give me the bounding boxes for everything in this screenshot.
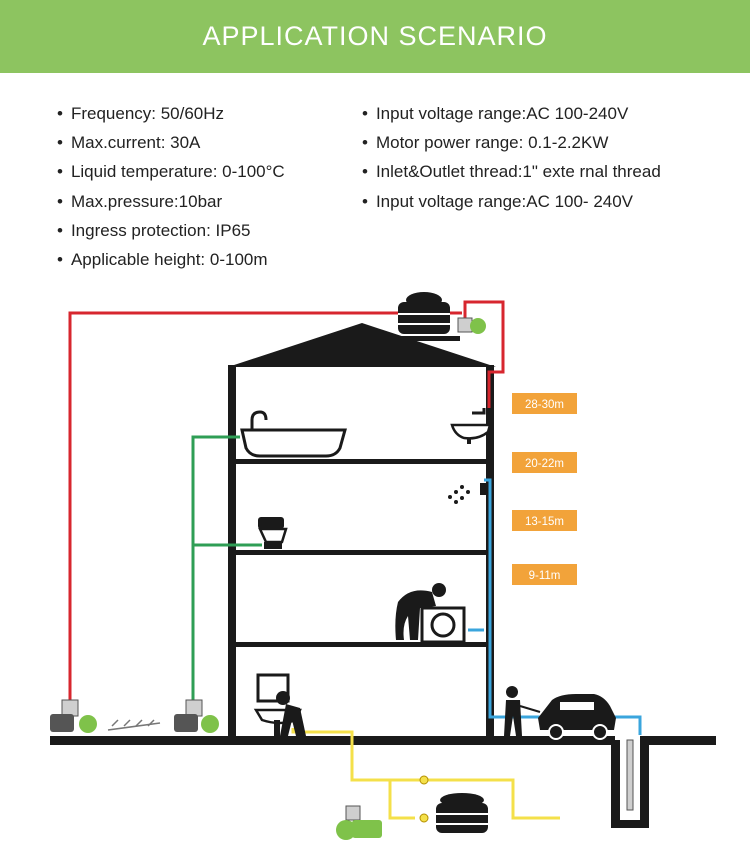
person-washing-icon (276, 691, 306, 736)
roof-pump-icon (457, 317, 486, 334)
floor-2 (228, 550, 494, 555)
pump-left-icon (50, 699, 97, 733)
spec-input-voltage-2: Input voltage range:AC 100- 240V (362, 187, 661, 216)
sink-icon (450, 408, 492, 444)
toilet-icon (258, 517, 288, 549)
well-pump-icon (626, 739, 634, 811)
spec-input-voltage: Input voltage range:AC 100-240V (362, 99, 661, 128)
roof-water-tank-icon (398, 292, 450, 334)
person-laundry-icon (395, 583, 446, 640)
spec-ingress-protection: Ingress protection: IP65 (57, 216, 285, 245)
car-icon (538, 694, 616, 740)
spec-frequency: Frequency: 50/60Hz (57, 99, 285, 128)
spec-list-right: Input voltage range:AC 100-240V Motor po… (362, 99, 661, 216)
height-label-2: 20-22m (512, 452, 577, 473)
height-label-4-text: 9-11m (529, 570, 561, 582)
spec-list-left: Frequency: 50/60Hz Max.current: 30A Liqu… (57, 99, 285, 274)
roof-slab (390, 336, 460, 341)
bathtub-icon (240, 410, 347, 458)
spec-motor-power: Motor power range: 0.1-2.2KW (362, 128, 661, 157)
washing-machine-icon (420, 606, 466, 644)
pump-underground-icon (336, 805, 382, 840)
height-label-4: 9-11m (512, 564, 577, 585)
height-label-3: 13-15m (512, 510, 577, 531)
roof (228, 323, 496, 367)
spec-max-current: Max.current: 30A (57, 128, 285, 157)
ground (50, 736, 716, 828)
header-banner: APPLICATION SCENARIO (0, 0, 750, 73)
person-hose-icon (504, 686, 541, 736)
height-label-3-text: 13-15m (525, 516, 564, 528)
garden-sprinkler-icon (107, 719, 161, 731)
height-label-1-text: 28-30m (525, 399, 564, 411)
pump-middle-icon (174, 699, 219, 733)
floor-3 (228, 459, 494, 464)
pipe-red-right (463, 300, 505, 408)
spec-applicable-height: Applicable height: 0-100m (57, 245, 285, 274)
pipe-red (68, 311, 462, 705)
application-scenario-diagram: 28-30m 20-22m 13-15m 9-11m (50, 292, 716, 840)
underground-tank-icon (436, 793, 488, 833)
pipe-blue (484, 478, 642, 735)
floor-1 (228, 642, 494, 647)
shower-icon (448, 483, 486, 504)
valve-icons (419, 775, 429, 823)
spec-liquid-temperature: Liquid temperature: 0-100°C (57, 157, 285, 186)
wash-basin-icon (253, 673, 302, 736)
pipe-green (191, 435, 262, 705)
spec-max-pressure: Max.pressure:10bar (57, 187, 285, 216)
height-label-2-text: 20-22m (525, 458, 564, 470)
page-title: APPLICATION SCENARIO (202, 21, 548, 51)
spec-thread: Inlet&Outlet thread:1" exte rnal thread (362, 157, 661, 186)
pipe-yellow (291, 728, 560, 820)
height-label-1: 28-30m (512, 393, 577, 414)
